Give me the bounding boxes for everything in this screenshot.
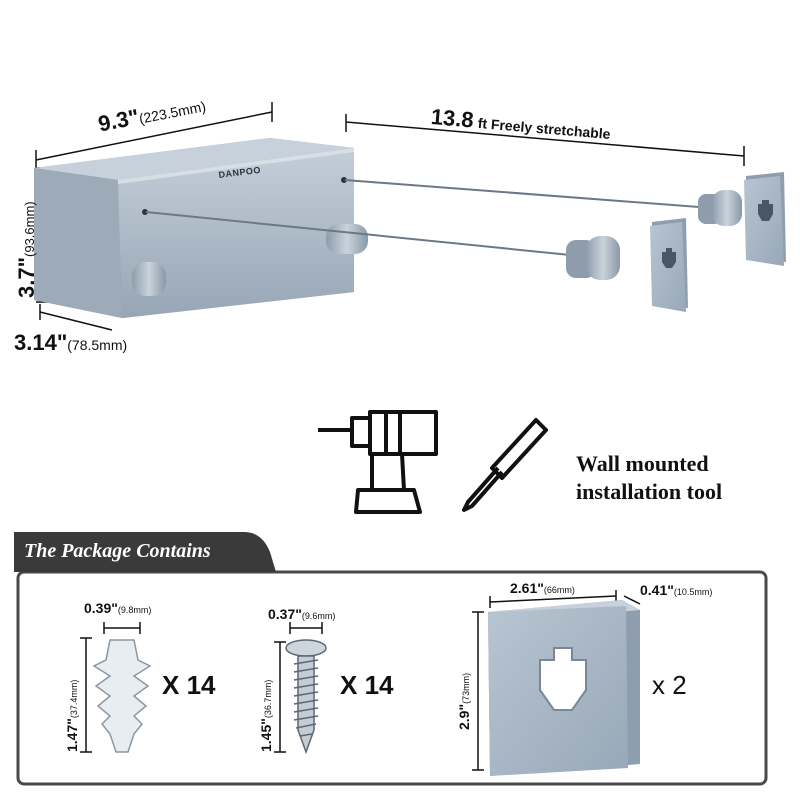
anchor-length-inches: 1.47" [64, 718, 80, 752]
anchor-length-label: 1.47"(37.4mm) [64, 680, 82, 752]
plate-width-mm: (66mm) [543, 585, 575, 595]
stretch-dimension-line [345, 114, 745, 166]
plate-width-label: 2.61"(66mm) [510, 580, 575, 598]
depth-label: 3.14"(78.5mm) [14, 330, 127, 356]
height-mm: (93.6mm) [22, 201, 37, 257]
wall-plates [650, 172, 786, 312]
screw-length-mm: (36.7mm) [263, 679, 273, 719]
screw-length-label: 1.45"(36.7mm) [258, 680, 276, 752]
wall-anchor-icon [80, 622, 152, 753]
plate-width-inches: 2.61" [510, 580, 544, 596]
height-label: 3.7"(93.6mm) [14, 201, 40, 298]
wire-end-caps [566, 190, 742, 280]
tool-caption: Wall mounted installation tool [576, 450, 722, 506]
plate-quantity: x 2 [652, 670, 687, 700]
stretch-value: 13.8 [429, 104, 475, 133]
plate-height-label: 2.9"(73mm) [456, 673, 474, 730]
screw-quantity: X 14 [340, 670, 394, 700]
anchor-width-label: 0.39"(9.8mm) [84, 600, 151, 618]
anchor-width-mm: (9.8mm) [117, 605, 152, 615]
anchor-width-inches: 0.39" [84, 600, 118, 616]
depth-mm: (78.5mm) [67, 337, 128, 353]
retractable-line-box [34, 138, 368, 318]
package-title: The Package Contains [24, 540, 211, 562]
height-inches: 3.7" [14, 256, 39, 298]
tool-caption-line2: installation tool [576, 479, 723, 504]
package-banner [14, 532, 276, 572]
plate-depth-inches: 0.41" [640, 582, 674, 598]
plate-height-inches: 2.9" [456, 703, 472, 730]
screw-width-mm: (9.6mm) [301, 611, 336, 621]
depth-inches: 3.14" [14, 330, 68, 355]
plate-depth-label: 0.41"(10.5mm) [640, 582, 712, 600]
anchor-length-mm: (37.4mm) [69, 679, 79, 719]
depth-dimension-line [39, 304, 113, 331]
plate-depth-mm: (10.5mm) [673, 587, 713, 597]
screwdriver-icon [462, 418, 548, 512]
clothesline-wires [145, 179, 713, 257]
anchor-quantity: X 14 [162, 670, 216, 700]
mounting-plate-icon [472, 590, 641, 776]
tool-caption-line1: Wall mounted [576, 451, 709, 476]
width-dimension-line [35, 102, 273, 170]
screw-width-label: 0.37"(9.6mm) [268, 606, 335, 624]
plate-height-mm: (73mm) [461, 672, 471, 704]
screw-width-inches: 0.37" [268, 606, 302, 622]
screw-length-inches: 1.45" [258, 718, 274, 752]
drill-icon [318, 410, 438, 514]
screw-icon [274, 622, 327, 755]
